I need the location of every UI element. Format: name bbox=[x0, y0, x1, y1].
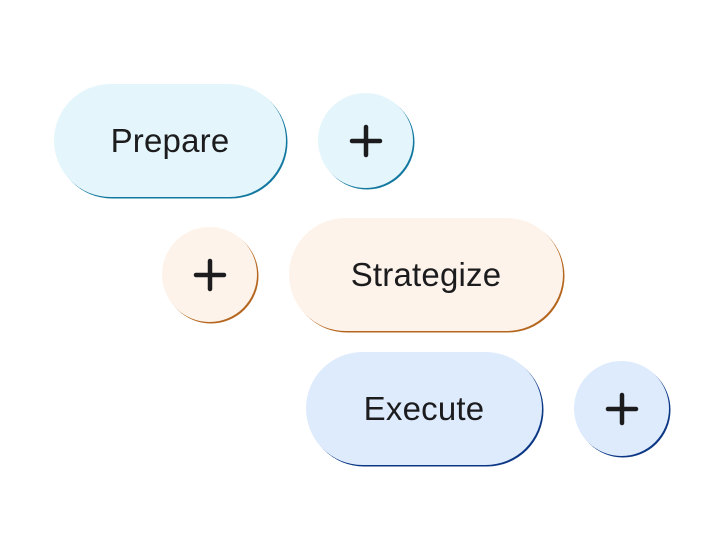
plus-icon bbox=[605, 392, 638, 425]
plus-icon bbox=[193, 258, 226, 291]
step-label: Execute bbox=[363, 389, 485, 427]
step-label: Prepare bbox=[110, 121, 230, 159]
step-prepare[interactable]: Prepare bbox=[54, 84, 286, 197]
step-label: Strategize bbox=[350, 255, 502, 293]
plus-icon bbox=[349, 124, 382, 157]
add-button-prepare[interactable] bbox=[318, 93, 413, 188]
step-strategize[interactable]: Strategize bbox=[289, 218, 563, 331]
step-execute[interactable]: Execute bbox=[306, 352, 542, 465]
add-button-strategize[interactable] bbox=[162, 227, 257, 322]
add-button-execute[interactable] bbox=[574, 361, 669, 456]
